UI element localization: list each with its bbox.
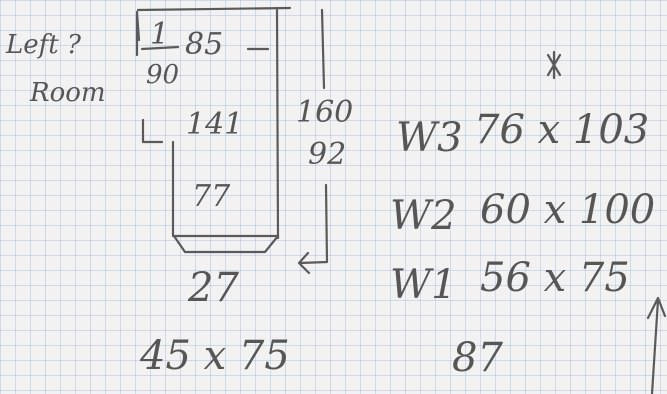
base-trapezoid — [172, 234, 280, 254]
window-size-w3: 76 x 103 — [474, 107, 650, 153]
dimension-arrow — [297, 183, 329, 275]
fraction-bar — [140, 45, 180, 51]
window-label-w2: W2 — [390, 193, 457, 239]
window-size-w1: 56 x 75 — [480, 255, 630, 301]
box-top-value: 85 — [185, 27, 224, 62]
star-mark — [546, 50, 562, 80]
window-label-w1: W1 — [390, 262, 457, 308]
fraction-numerator: 1 — [150, 17, 170, 52]
base-size-value: 45 x 75 — [140, 333, 290, 379]
total-value: 87 — [452, 335, 503, 381]
base-width-value: 27 — [188, 265, 239, 311]
height-value: 160 — [296, 95, 354, 130]
fraction-denominator: 90 — [146, 60, 180, 90]
side-label-room: Room — [30, 78, 106, 108]
floor-plan-outline — [135, 6, 292, 240]
window-size-w2: 60 x 100 — [480, 187, 656, 233]
up-arrow — [646, 296, 667, 394]
height-sub-value: 92 — [308, 137, 347, 172]
side-label-left: Left ? — [6, 30, 81, 60]
box-low-value: 77 — [192, 179, 231, 214]
dimension-line-top — [320, 8, 326, 90]
window-label-w3: W3 — [396, 115, 463, 161]
box-mid-value: 141 — [186, 107, 244, 142]
